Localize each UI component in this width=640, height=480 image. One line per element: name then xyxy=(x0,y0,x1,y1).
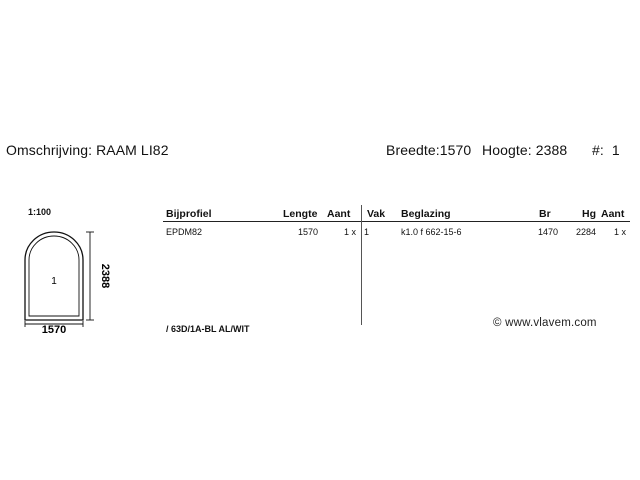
table-vertical-divider xyxy=(361,205,362,325)
drawing-scale: 1:100 xyxy=(28,207,52,217)
header-beglazing: Beglazing xyxy=(401,208,451,220)
window-drawing: 1 2388 1570 xyxy=(24,231,110,334)
breedte-field: Breedte:1570 xyxy=(386,142,471,158)
number-field: #: 1 xyxy=(592,142,620,158)
cell-bijprofiel: EPDM82 xyxy=(166,227,203,237)
number-value: 1 xyxy=(611,142,620,158)
cell-aant: 1 x xyxy=(343,227,356,237)
hoogte-value: 2388 xyxy=(535,142,568,158)
header-aant-2: Aant xyxy=(601,208,625,220)
omschrijving-value: RAAM LI82 xyxy=(96,142,169,158)
header-vak: Vak xyxy=(367,208,386,220)
header-aant: Aant xyxy=(327,208,351,220)
window-frame-inner xyxy=(28,235,80,317)
omschrijving-label: Omschrijving: xyxy=(6,142,93,158)
header-lengte: Lengte xyxy=(283,208,318,220)
cell-vak: 1 xyxy=(364,227,370,237)
header-hg: Hg xyxy=(582,208,596,220)
table-header-rule xyxy=(163,221,630,222)
breedte-label: Breedte: xyxy=(386,142,440,158)
cell-hg: 2284 xyxy=(575,227,596,237)
cell-beglazing: k1.0 f 662-15-6 xyxy=(401,227,462,237)
hoogte-field: Hoogte: 2388 xyxy=(482,142,567,158)
panel-label: 1 xyxy=(51,276,57,287)
breedte-value: 1570 xyxy=(439,142,472,158)
number-label: #: xyxy=(592,142,604,158)
watermark-text: © www.vlavem.com xyxy=(493,317,597,329)
omschrijving-field: Omschrijving: RAAM LI82 xyxy=(6,142,169,158)
header-br: Br xyxy=(539,208,551,220)
cell-aant-2: 1 x xyxy=(613,227,626,237)
window-frame-outer xyxy=(24,231,84,321)
profile-text: / 63D/1A-BL AL/WIT xyxy=(166,324,250,334)
width-label: 1570 xyxy=(42,324,66,334)
cell-lengte: 1570 xyxy=(297,227,318,237)
cell-br: 1470 xyxy=(537,227,558,237)
header-bijprofiel: Bijprofiel xyxy=(166,208,212,220)
height-label: 2388 xyxy=(99,264,110,288)
hoogte-label: Hoogte: xyxy=(482,142,532,158)
